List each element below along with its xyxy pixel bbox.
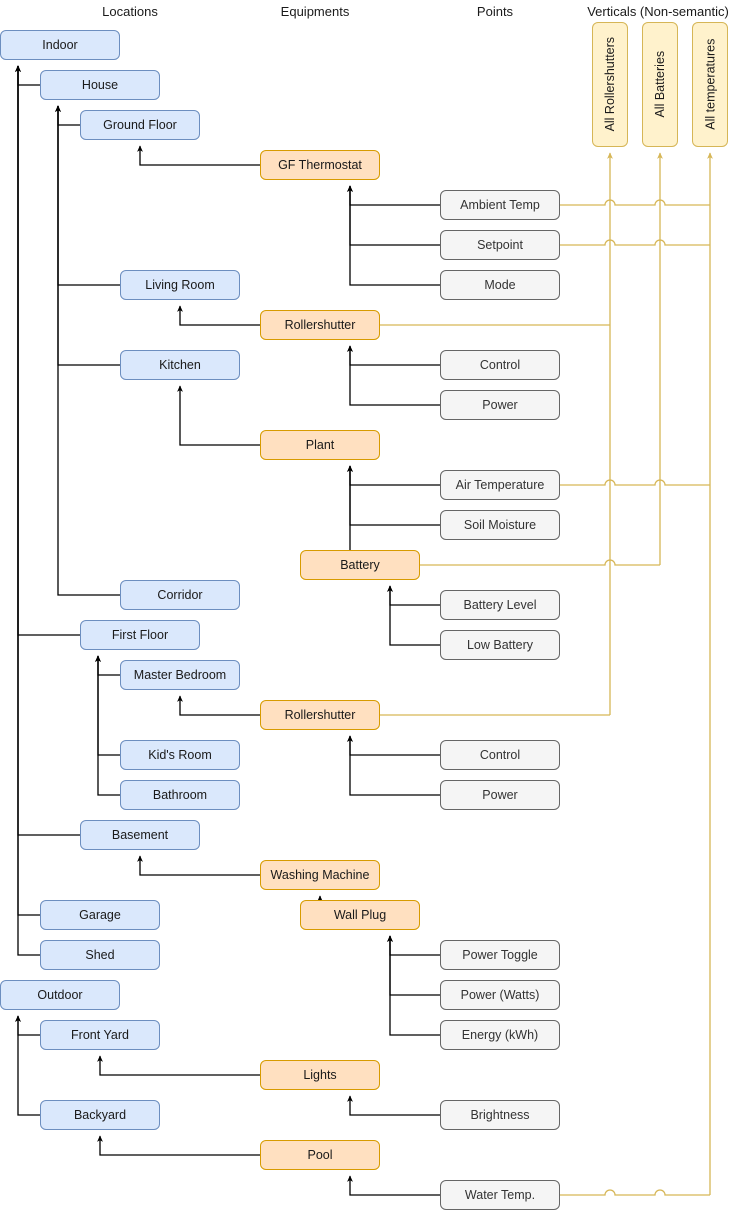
equipment-node[interactable]: Lights	[260, 1060, 380, 1090]
point-node[interactable]: Ambient Temp	[440, 190, 560, 220]
equipment-node[interactable]: Washing Machine	[260, 860, 380, 890]
equipment-node-label: Battery	[340, 557, 380, 572]
point-node-label: Water Temp.	[464, 1187, 536, 1202]
equipment-node-label: Rollershutter	[284, 707, 356, 722]
point-node-label: Battery Level	[463, 597, 537, 612]
column-header: Points	[476, 4, 514, 19]
location-node-label: Garage	[79, 907, 121, 922]
point-node[interactable]: Power (Watts)	[440, 980, 560, 1010]
equipment-node-label: GF Thermostat	[278, 157, 362, 172]
location-node[interactable]: Ground Floor	[80, 110, 200, 140]
equipment-node-label: Wall Plug	[333, 907, 387, 922]
location-node-label: House	[81, 77, 119, 92]
point-node[interactable]: Power Toggle	[440, 940, 560, 970]
vertical-node[interactable]: All temperatures	[692, 22, 728, 147]
point-node-label: Power	[482, 787, 518, 802]
equipment-node-label: Lights	[303, 1067, 337, 1082]
point-node-label: Setpoint	[477, 237, 523, 252]
location-node[interactable]: Corridor	[120, 580, 240, 610]
location-node-label: First Floor	[111, 627, 169, 642]
location-node-label: Front Yard	[71, 1027, 129, 1042]
equipment-node-label: Pool	[307, 1147, 333, 1162]
equipment-node[interactable]: Rollershutter	[260, 700, 380, 730]
point-node-label: Control	[479, 357, 521, 372]
point-node-label: Soil Moisture	[463, 517, 537, 532]
location-node-label: Kitchen	[159, 357, 201, 372]
equipment-node[interactable]: Battery	[300, 550, 420, 580]
location-node[interactable]: Bathroom	[120, 780, 240, 810]
equipment-node-label: Washing Machine	[270, 867, 370, 882]
location-node-label: Corridor	[157, 587, 203, 602]
point-node[interactable]: Low Battery	[440, 630, 560, 660]
point-node[interactable]: Power	[440, 780, 560, 810]
location-node-label: Indoor	[42, 37, 78, 52]
point-node-label: Power	[482, 397, 518, 412]
location-node-label: Backyard	[73, 1107, 127, 1122]
point-node[interactable]: Energy (kWh)	[440, 1020, 560, 1050]
vertical-node-label: All Batteries	[652, 51, 667, 118]
column-header: Locations	[102, 4, 158, 19]
equipment-node[interactable]: Pool	[260, 1140, 380, 1170]
location-node-label: Kid's Room	[148, 747, 212, 762]
equipment-node[interactable]: Plant	[260, 430, 380, 460]
point-node-label: Ambient Temp	[460, 197, 540, 212]
location-node[interactable]: House	[40, 70, 160, 100]
location-node-label: Bathroom	[152, 787, 208, 802]
point-node[interactable]: Setpoint	[440, 230, 560, 260]
point-node-label: Brightness	[470, 1107, 530, 1122]
vertical-node[interactable]: All Rollershutters	[592, 22, 628, 147]
point-node-label: Low Battery	[466, 637, 533, 652]
vertical-node-label: All temperatures	[702, 38, 717, 131]
location-node[interactable]: Shed	[40, 940, 160, 970]
equipment-node-label: Plant	[305, 437, 335, 452]
point-node[interactable]: Soil Moisture	[440, 510, 560, 540]
location-node-label: Outdoor	[37, 987, 83, 1002]
location-node[interactable]: Backyard	[40, 1100, 160, 1130]
point-node[interactable]: Control	[440, 740, 560, 770]
point-node[interactable]: Mode	[440, 270, 560, 300]
location-node[interactable]: Garage	[40, 900, 160, 930]
location-node-label: Living Room	[145, 277, 215, 292]
location-node[interactable]: First Floor	[80, 620, 200, 650]
location-node[interactable]: Living Room	[120, 270, 240, 300]
point-node-label: Mode	[484, 277, 516, 292]
point-node[interactable]: Control	[440, 350, 560, 380]
location-node[interactable]: Basement	[80, 820, 200, 850]
location-node[interactable]: Kitchen	[120, 350, 240, 380]
equipment-node[interactable]: GF Thermostat	[260, 150, 380, 180]
location-node-label: Shed	[85, 947, 115, 962]
location-node[interactable]: Outdoor	[0, 980, 120, 1010]
equipment-node-label: Rollershutter	[284, 317, 356, 332]
point-node[interactable]: Air Temperature	[440, 470, 560, 500]
point-node-label: Power (Watts)	[460, 987, 540, 1002]
location-node[interactable]: Kid's Room	[120, 740, 240, 770]
location-node-label: Basement	[111, 827, 169, 842]
point-node[interactable]: Battery Level	[440, 590, 560, 620]
point-node[interactable]: Brightness	[440, 1100, 560, 1130]
column-header: Equipments	[280, 4, 350, 19]
vertical-node-label: All Rollershutters	[602, 37, 617, 132]
location-node[interactable]: Indoor	[0, 30, 120, 60]
point-node-label: Control	[479, 747, 521, 762]
point-node[interactable]: Water Temp.	[440, 1180, 560, 1210]
equipment-node[interactable]: Rollershutter	[260, 310, 380, 340]
location-node[interactable]: Master Bedroom	[120, 660, 240, 690]
point-node-label: Energy (kWh)	[461, 1027, 539, 1042]
equipment-node[interactable]: Wall Plug	[300, 900, 420, 930]
location-node[interactable]: Front Yard	[40, 1020, 160, 1050]
point-node[interactable]: Power	[440, 390, 560, 420]
point-node-label: Air Temperature	[455, 477, 545, 492]
vertical-node[interactable]: All Batteries	[642, 22, 678, 147]
location-node-label: Ground Floor	[103, 117, 177, 132]
point-node-label: Power Toggle	[462, 947, 538, 962]
location-node-label: Master Bedroom	[133, 667, 227, 682]
column-header: Verticals (Non-semantic)	[587, 4, 729, 19]
